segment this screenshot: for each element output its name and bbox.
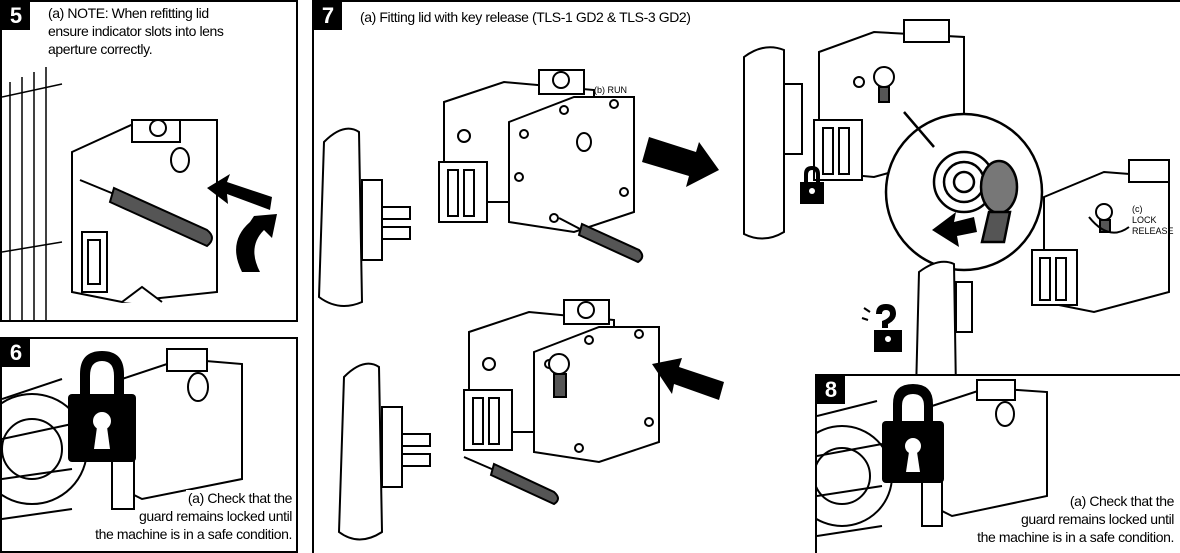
panel-6-caption-line-1: (a) Check that the — [185, 490, 294, 506]
panel-8-illustration — [817, 379, 1048, 537]
panel-7: 7 (a) Fitting lid with key release (TLS-… — [312, 0, 1180, 553]
gear-fence — [817, 400, 893, 537]
screwdriver-top — [558, 217, 644, 264]
label-lock-release-line-3: RELEASE — [1132, 226, 1174, 236]
panel-8: 8 (a) Check that the guard remains locke… — [815, 374, 1180, 553]
magnifier — [884, 111, 1044, 272]
arrow-icon — [207, 174, 272, 210]
label-lock-release-line-2: LOCK — [1132, 215, 1157, 225]
panel-6-caption-line-2: guard remains locked until — [136, 508, 294, 524]
frame-bracket-right — [743, 46, 803, 240]
padlock-icon — [882, 384, 944, 483]
panel-6-caption-line-3: the machine is in a safe condition. — [93, 526, 294, 542]
panel-8-caption-line-1: (a) Check that the — [1067, 493, 1176, 509]
panel-7-title: (a) Fitting lid with key release (TLS-1 … — [360, 9, 691, 25]
panel-5-note-line-3: aperture correctly. — [48, 41, 153, 57]
screwdriver — [79, 179, 213, 248]
question-padlock-icon — [861, 304, 902, 352]
panel-5-note-line-2: ensure indicator slots into lens — [48, 23, 224, 39]
panel-6-number: 6 — [2, 339, 30, 367]
arrow-icon — [642, 137, 719, 187]
lid-bottom-left — [533, 326, 660, 464]
panel-8-caption: (a) Check that the guard remains locked … — [846, 492, 1176, 546]
panel-5-note: (a) NOTE: When refitting lid ensure indi… — [48, 4, 288, 58]
rotate-arrow-icon — [236, 214, 277, 272]
switch-body — [921, 379, 1048, 527]
arrow-icon — [652, 358, 724, 400]
panel-7-number: 7 — [314, 2, 342, 30]
screwdriver-bottom — [463, 456, 559, 506]
switch-lock-release — [1031, 159, 1170, 314]
panel-5-number: 5 — [2, 2, 30, 30]
label-lock-release: (c) LOCK RELEASE — [1132, 204, 1174, 237]
padlock-icon — [68, 351, 136, 462]
panel-7-illustration — [317, 19, 1170, 541]
panel-6-illustration — [2, 348, 243, 520]
lid-top-left — [508, 96, 635, 234]
frame-bracket-bottom — [337, 362, 431, 541]
label-run: (b) RUN — [594, 85, 627, 95]
padlock-icon — [800, 166, 824, 204]
panel-8-number: 8 — [817, 376, 845, 404]
panel-5: 5 (a) NOTE: When refitting lid ensure in… — [0, 0, 298, 322]
fence-grid — [2, 67, 63, 320]
panel-5-note-line-1: (a) NOTE: When refitting lid — [48, 5, 209, 21]
label-lock-release-line-1: (c) — [1132, 204, 1143, 214]
panel-8-caption-line-3: the machine is in a safe condition. — [975, 529, 1176, 545]
panel-6: 6 (a) Check that the guard remains locke… — [0, 337, 298, 553]
panel-6-caption: (a) Check that the guard remains locked … — [4, 489, 294, 543]
switch-body — [111, 348, 243, 510]
frame-bracket-top — [317, 127, 411, 307]
panel-5-illustration — [2, 67, 277, 320]
panel-8-caption-line-2: guard remains locked until — [1018, 511, 1176, 527]
arrow-icon — [932, 212, 977, 247]
